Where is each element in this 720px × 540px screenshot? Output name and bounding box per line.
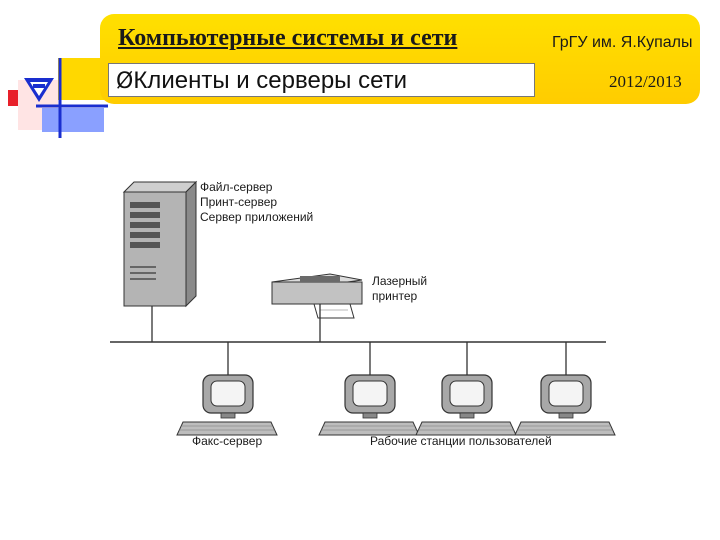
server-label-app: Сервер приложений xyxy=(200,210,314,224)
subtitle-box xyxy=(108,63,535,97)
university-name: ГрГУ им. Я.Купалы xyxy=(552,34,693,51)
workstations-label: Рабочие станции пользователей xyxy=(370,434,552,448)
printer-label-line1: Лазерный xyxy=(372,274,428,288)
logo-blue-block xyxy=(42,108,104,132)
slide-subtitle: ØКлиенты и серверы сети xyxy=(116,67,407,95)
laser-printer-icon xyxy=(271,273,363,319)
network-diagram: Файл-сервер Принт-сервер Сервер приложен… xyxy=(100,170,620,460)
subtitle-text: Клиенты и серверы сети xyxy=(133,67,408,94)
workstation-icon xyxy=(514,374,616,436)
workstation-icon xyxy=(415,374,517,436)
workstation-icon xyxy=(318,374,420,436)
server-label-file: Файл-сервер xyxy=(200,180,273,194)
university-logo xyxy=(8,58,108,138)
fax-server-workstation-icon xyxy=(176,374,278,436)
academic-year: 2012/2013 xyxy=(609,72,682,91)
fax-server-label: Факс-сервер xyxy=(192,434,263,448)
server-tower-icon xyxy=(122,180,198,308)
page-title: Компьютерные системы и сети xyxy=(118,25,458,51)
server-label-print: Принт-сервер xyxy=(200,195,278,209)
printer-label-line2: принтер xyxy=(372,289,418,303)
logo-yellow-block xyxy=(58,58,104,100)
bullet-arrow-icon: Ø xyxy=(116,69,134,94)
